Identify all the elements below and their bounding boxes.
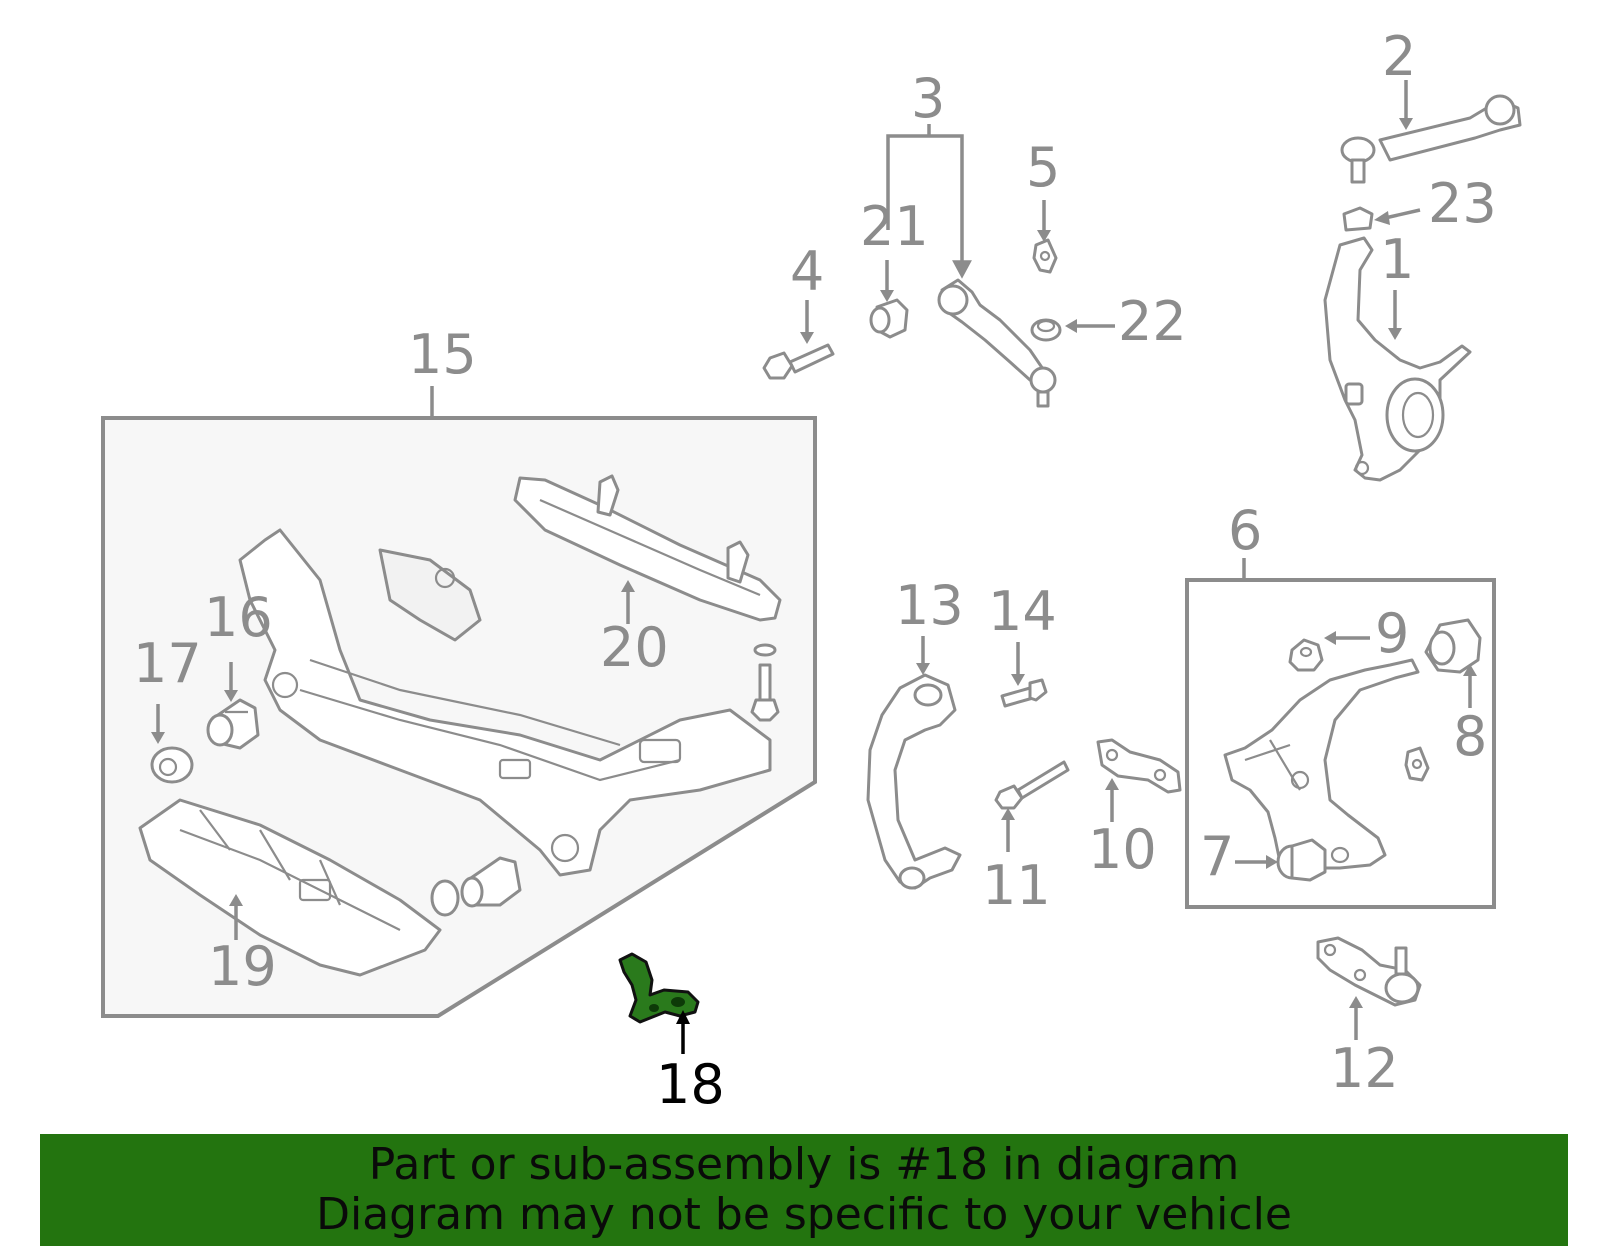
nut-part-9[interactable] <box>1288 638 1324 672</box>
arm-part-13[interactable] <box>866 673 962 890</box>
callout-14: 14 <box>988 580 1057 643</box>
callout-16: 16 <box>204 586 273 649</box>
bolt-part-subframe[interactable] <box>750 643 780 722</box>
bushing-pair[interactable] <box>430 856 522 917</box>
callout-10: 10 <box>1088 818 1157 881</box>
clip-part-5[interactable] <box>1032 238 1058 274</box>
bracket-part-10[interactable] <box>1096 738 1182 794</box>
callout-18: 18 <box>656 1053 725 1116</box>
callout-12: 12 <box>1330 1037 1399 1100</box>
callout-6: 6 <box>1228 499 1262 562</box>
bushing-part-7[interactable] <box>1276 838 1327 882</box>
nut-part-23[interactable] <box>1342 206 1374 232</box>
callout-11: 11 <box>982 854 1051 917</box>
arm-part-3[interactable] <box>937 278 1057 408</box>
callout-7: 7 <box>1200 825 1234 888</box>
washer-part-17[interactable] <box>150 746 194 784</box>
crossbar-part-20[interactable] <box>513 474 782 622</box>
bolt-part-4[interactable] <box>762 343 835 380</box>
bolt-part-14[interactable] <box>1000 678 1048 708</box>
info-banner: Part or sub-assembly is #18 in diagram D… <box>40 1134 1568 1246</box>
callout-21: 21 <box>860 195 929 258</box>
ball-joint-part-12[interactable] <box>1316 936 1422 1007</box>
bushing-part-21[interactable] <box>869 298 909 339</box>
callout-1: 1 <box>1380 228 1414 291</box>
callout-20: 20 <box>600 616 669 679</box>
callout-3: 3 <box>911 67 945 130</box>
callout-17: 17 <box>133 632 202 695</box>
clip-part-box6[interactable] <box>1404 746 1430 782</box>
callout-4: 4 <box>790 240 824 303</box>
banner-line-disclaimer: Diagram may not be specific to your vehi… <box>316 1189 1292 1240</box>
callout-13: 13 <box>895 574 964 637</box>
bushing-part-16[interactable] <box>206 698 260 750</box>
steering-knuckle-part-1[interactable] <box>1323 236 1472 482</box>
leader-lines <box>151 80 1477 1054</box>
upper-arm-part-2[interactable] <box>1340 94 1522 184</box>
banner-line-part-number: Part or sub-assembly is #18 in diagram <box>368 1139 1240 1190</box>
bolt-part-11[interactable] <box>994 760 1070 810</box>
callout-8: 8 <box>1453 705 1487 768</box>
callout-2: 2 <box>1382 25 1416 88</box>
callout-15: 15 <box>408 323 477 386</box>
plate-part-19[interactable] <box>138 798 442 977</box>
callout-5: 5 <box>1026 136 1060 199</box>
callout-9: 9 <box>1375 602 1409 665</box>
subframe-part[interactable] <box>238 528 772 877</box>
lower-control-arm-part[interactable] <box>1223 658 1420 870</box>
callout-19: 19 <box>208 935 277 998</box>
callout-labels: 2 3 5 23 21 1 4 22 15 6 13 16 14 9 20 17… <box>133 25 1497 1116</box>
callout-22: 22 <box>1118 290 1187 353</box>
highlighted-part-18[interactable] <box>618 952 700 1024</box>
callout-23: 23 <box>1428 172 1497 235</box>
nut-part-22[interactable] <box>1030 318 1062 342</box>
